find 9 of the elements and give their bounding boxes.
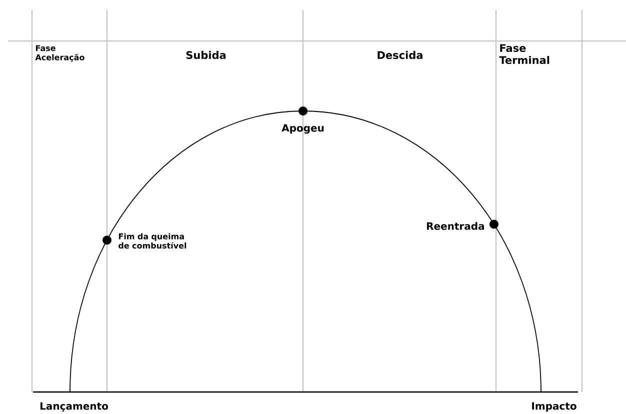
point-label: Apogeu [282, 124, 324, 134]
axis-end-label: Lançamento [40, 402, 108, 412]
axis-end-label: Impacto [532, 402, 576, 412]
point-label: Reentrada [426, 222, 484, 230]
point-label: Fim da queima de combustível [118, 233, 186, 249]
phase-heading: Fase Terminal [499, 44, 550, 64]
phase-heading: Fase Aceleração [35, 45, 84, 62]
phase-heading: Descida [378, 50, 422, 60]
phase-heading: Subida [186, 50, 226, 60]
